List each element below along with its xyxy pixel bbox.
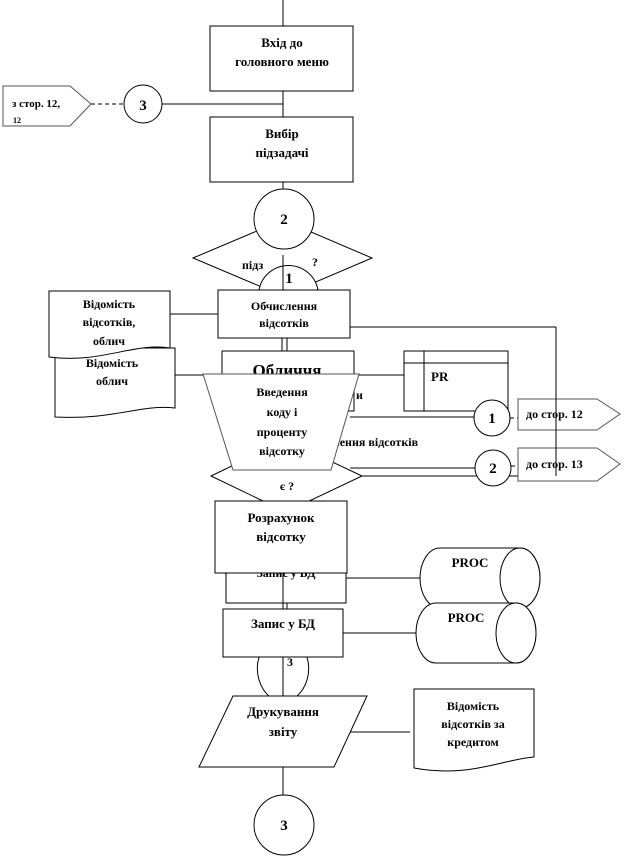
proc-2-label: PROC xyxy=(448,610,485,625)
db-write-label: Запис у БД xyxy=(251,616,315,631)
offpage-connector-out-12: до стор. 12 xyxy=(517,398,621,431)
partial-label: лення відсотків xyxy=(333,435,419,449)
offpage-out-12-label: до стор. 12 xyxy=(526,407,583,421)
connector-1-right-label: 1 xyxy=(488,411,496,427)
input-line2: коду і xyxy=(267,405,298,419)
input-line4: відсотку xyxy=(259,444,305,458)
connector-1-right: 1 xyxy=(473,399,511,437)
main-menu-line2: головного меню xyxy=(235,54,329,69)
doc-final-line2: відсотків за xyxy=(441,717,505,731)
calc-percent-process: Розрахунок відсотку xyxy=(214,500,348,574)
proc-database-1: PROC xyxy=(419,547,541,609)
connector-3-top-label: 3 xyxy=(139,98,147,114)
connector-3-bottom: 3 xyxy=(253,794,315,856)
select-subtask-process: Вибір підзадачі xyxy=(209,116,354,183)
doc-b-line2: облич xyxy=(96,374,128,388)
offpage-connector-out-13: до стор. 13 xyxy=(517,447,621,482)
calc-percent-line1: Розрахунок xyxy=(247,510,315,525)
faces-box-partial: и xyxy=(356,388,363,402)
doc-a-line1: Відомість xyxy=(83,297,136,311)
connector-2-top-label: 2 xyxy=(280,212,288,228)
input-line3: проценту xyxy=(257,425,307,439)
decision-exists-label: є ? xyxy=(280,479,294,493)
doc-b-line1: Відомість xyxy=(86,356,139,370)
doc-final-line3: кредитом xyxy=(447,735,498,749)
calc-percent-line2: відсотку xyxy=(256,529,306,544)
connector-1-mid-label: 1 xyxy=(285,271,293,287)
proc-1-label: PROC xyxy=(452,555,489,570)
connector-2-right: 2 xyxy=(474,449,512,487)
offpage-in-sub: 12 xyxy=(13,116,21,125)
proc-database-2: PROC xyxy=(415,602,537,664)
print-line1: Друкування xyxy=(247,704,319,719)
document-final-report: Відомість відсотків за кредитом xyxy=(413,688,535,772)
doc-a-line3: облич xyxy=(93,334,125,348)
connector-3-mid-label: 3 xyxy=(287,655,293,669)
connector-2-top: 2 xyxy=(253,188,315,250)
decision-subtask-right: ? xyxy=(312,255,318,269)
doc-a-line2: відсотків, xyxy=(83,315,136,329)
decision-subtask-left: підз xyxy=(242,258,263,272)
print-line2: звіту xyxy=(269,724,298,739)
connector-3-top: 3 xyxy=(123,84,163,124)
input-line1: Введення xyxy=(256,385,308,399)
calc-interest-line2: відсотків xyxy=(259,316,309,330)
pr-label: PR xyxy=(431,369,449,384)
select-subtask-line1: Вибір xyxy=(265,126,299,141)
db-write-process: Запис у БД xyxy=(222,608,344,658)
offpage-out-13-label: до стор. 13 xyxy=(526,457,583,471)
input-trapezoid: Введення коду і проценту відсотку xyxy=(202,373,360,471)
print-report-io: Друкування звіту xyxy=(198,695,368,768)
calc-interest-line1: Обчислення xyxy=(251,299,318,313)
connector-1-mid: 1 xyxy=(258,255,319,291)
main-menu-line1: Вхід до xyxy=(261,35,303,50)
doc-final-line1: Відомість xyxy=(447,699,500,713)
document-report-faces: Відомість облич xyxy=(54,347,176,418)
document-report-interest: Відомість відсотків, облич xyxy=(48,290,171,359)
offpage-connector-in: з стор. 12, 12 xyxy=(2,85,92,127)
connector-3-mid: 3 xyxy=(256,655,310,698)
calc-interest-process: Обчислення відсотків xyxy=(217,289,351,339)
select-subtask-line2: підзадачі xyxy=(255,145,308,160)
connector-3-bottom-label: 3 xyxy=(280,818,288,834)
connector-2-right-label: 2 xyxy=(489,461,497,477)
main-menu-process: Вхід до головного меню xyxy=(209,25,354,92)
offpage-in-label: з стор. 12, xyxy=(12,98,60,110)
